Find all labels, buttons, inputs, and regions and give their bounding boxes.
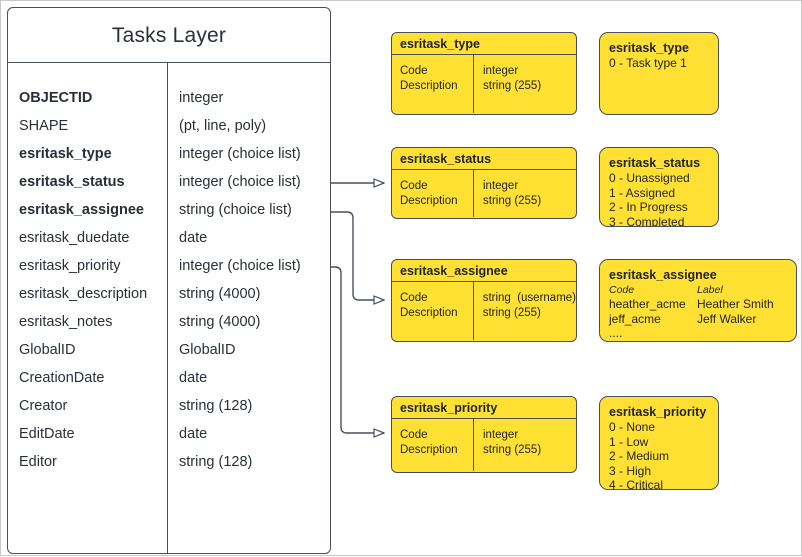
domain-field-label: Description	[400, 80, 458, 92]
domain-field-label: Code	[400, 429, 428, 441]
value-list-title: esritask_status	[609, 156, 701, 170]
field-name: esritask_status	[19, 174, 125, 190]
domain-field-type: string (username)	[482, 292, 576, 304]
field-type: date	[179, 370, 208, 386]
value-list-priority: esritask_priority 0 - None 1 - Low 2 - M…	[599, 396, 719, 490]
domain-field-type: integer	[483, 429, 519, 441]
value-list-item: 3 - High	[609, 463, 652, 478]
value-list-type: esritask_type 0 - Task type 1	[599, 32, 719, 115]
field-name: Creator	[19, 398, 68, 414]
entity-title: Tasks Layer	[8, 8, 330, 63]
value-list-item: 2 - In Progress	[609, 200, 688, 214]
domain-field-type: string (255)	[482, 307, 541, 319]
field-type: date	[179, 230, 208, 246]
field-name: EditDate	[19, 426, 75, 442]
domain-table-status: esritask_status Code Description integer…	[391, 147, 577, 219]
field-name: esritask_description	[19, 286, 148, 302]
domain-table-type: esritask_type Code Description integer s…	[391, 32, 577, 115]
field-type: GlobalID	[179, 342, 236, 358]
value-list-status: esritask_status 0 - Unassigned 1 - Assig…	[599, 147, 719, 227]
value-list-assignee: esritask_assignee Code Label heather_acm…	[599, 259, 797, 342]
value-code: ....	[609, 326, 623, 340]
field-type: string (128)	[179, 398, 253, 414]
domain-field-type: string (255)	[483, 195, 542, 207]
value-list-item: 2 - Medium	[609, 449, 670, 463]
field-name: SHAPE	[19, 118, 69, 134]
field-name: OBJECTID	[19, 90, 93, 106]
field-type: string (128)	[179, 454, 253, 470]
value-list-item: 0 - Unassigned	[609, 171, 690, 185]
value-code: jeff_acme	[609, 311, 661, 326]
value-label: Heather Smith	[697, 297, 774, 311]
value-label: Jeff Walker	[697, 311, 757, 326]
value-list-item: 3 - Completed	[609, 214, 685, 227]
domain-field-type: string (255)	[483, 80, 542, 92]
domain-table-title: esritask_assignee	[392, 260, 576, 282]
domain-table-title: esritask_priority	[392, 397, 576, 419]
value-list-title: esritask_assignee	[609, 268, 717, 282]
value-label	[697, 326, 787, 341]
value-list-item: 0 - Task type 1	[609, 56, 687, 70]
field-type: integer (choice list)	[179, 146, 301, 162]
value-code: heather_acme	[609, 297, 686, 311]
entity-body: OBJECTID SHAPE esritask_type esritask_st…	[8, 63, 330, 553]
field-type: string (4000)	[179, 286, 261, 302]
field-type: string (4000)	[179, 314, 261, 330]
column-header-label: Label	[697, 284, 723, 296]
field-type: integer (choice list)	[179, 174, 301, 190]
field-name-column: OBJECTID SHAPE esritask_type esritask_st…	[8, 63, 168, 553]
field-name: esritask_priority	[19, 258, 121, 274]
domain-field-label: Description	[400, 444, 458, 456]
field-type: integer	[179, 90, 224, 106]
domain-table-assignee: esritask_assignee Code Description strin…	[391, 259, 577, 342]
domain-field-label: Description	[400, 307, 458, 319]
field-type-column: integer (pt, line, poly) integer (choice…	[168, 63, 330, 553]
field-type: integer (choice list)	[179, 258, 301, 274]
field-name: CreationDate	[19, 370, 105, 386]
field-name: GlobalID	[19, 342, 76, 358]
domain-field-label: Description	[400, 195, 458, 207]
value-list-row: heather_acme Heather Smith	[609, 297, 787, 312]
domain-field-type: string (255)	[483, 444, 542, 456]
field-name: Editor	[19, 454, 57, 470]
domain-field-label: Code	[400, 65, 428, 77]
domain-field-label: Code	[400, 292, 428, 304]
value-list-item: 1 - Low	[609, 434, 649, 449]
field-name: esritask_notes	[19, 314, 113, 330]
domain-field-type: integer	[483, 65, 519, 77]
field-name: esritask_type	[19, 146, 112, 162]
field-type: date	[179, 426, 208, 442]
domain-field-label: Code	[400, 180, 428, 192]
tasks-layer-entity: Tasks Layer OBJECTID SHAPE esritask_type…	[7, 7, 331, 554]
value-list-item: 0 - None	[609, 420, 656, 434]
value-list-item: 4 - Critical	[609, 478, 664, 490]
domain-table-title: esritask_type	[392, 33, 576, 55]
field-type: string (choice list)	[179, 202, 292, 218]
value-list-row: ....	[609, 326, 787, 341]
field-name: esritask_assignee	[19, 202, 144, 218]
value-list-title: esritask_priority	[609, 405, 707, 419]
value-list-row: jeff_acme Jeff Walker	[609, 312, 787, 327]
field-type: (pt, line, poly)	[179, 118, 267, 134]
column-header-code: Code	[609, 284, 635, 296]
value-list-title: esritask_type	[609, 41, 689, 55]
field-name: esritask_duedate	[19, 230, 130, 246]
value-list-item: 1 - Assigned	[609, 185, 676, 200]
domain-field-type: integer	[483, 180, 519, 192]
domain-table-title: esritask_status	[392, 148, 576, 170]
value-list-header-row: Code Label	[609, 283, 787, 297]
domain-table-priority: esritask_priority Code Description integ…	[391, 396, 577, 473]
